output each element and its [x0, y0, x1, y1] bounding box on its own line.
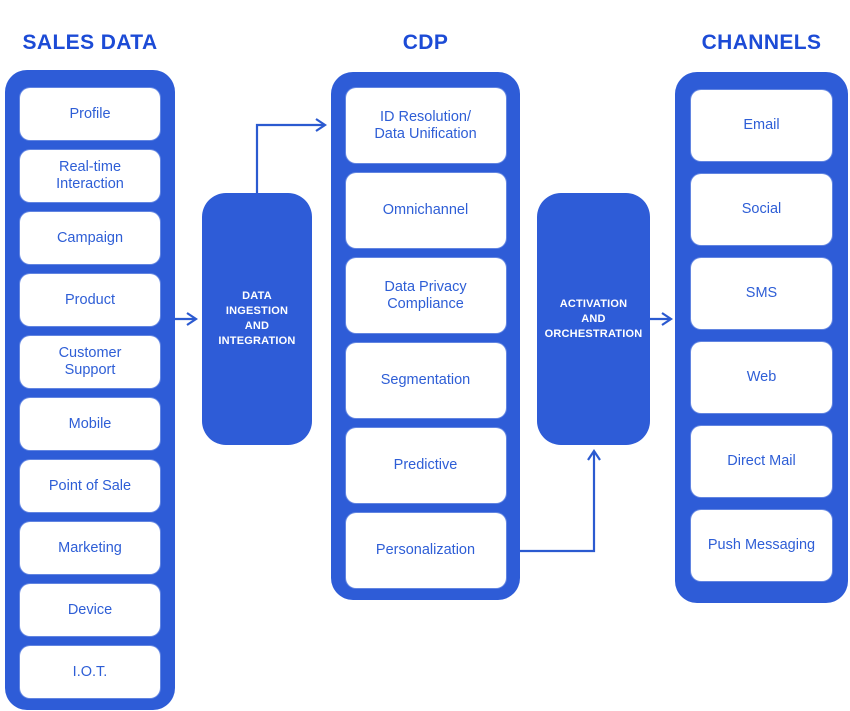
sales-data-item-label: Customer Support — [58, 345, 122, 378]
sales-data-item: Mobile — [20, 398, 160, 450]
channel-item-label: Email — [743, 117, 780, 133]
cdp-item: Data Privacy Compliance — [345, 258, 506, 333]
activation-block: ACTIVATION AND ORCHESTRATION — [537, 193, 650, 445]
sales-data-item-label: Mobile — [68, 415, 112, 432]
channel-item-label: Push Messaging — [707, 537, 816, 553]
channels-header: CHANNELS — [701, 31, 822, 54]
channel-item-label: Social — [741, 201, 782, 217]
sales-data-item: I.O.T. — [20, 646, 160, 698]
data-ingestion-block: DATA INGESTION AND INTEGRATION — [202, 193, 312, 445]
sales-data-item-label: Marketing — [58, 539, 122, 556]
sales-data-item: Point of Sale — [20, 460, 160, 512]
sales-data-item-label: Product — [65, 291, 115, 308]
sales-data-item: Profile — [20, 88, 160, 140]
sales-data-item-label: Real-time Interaction — [56, 159, 124, 192]
sales-data-item-label: Campaign — [56, 229, 124, 246]
data-ingestion-label: DATA INGESTION AND INTEGRATION — [218, 290, 296, 347]
cdp-item: Segmentation — [345, 343, 506, 418]
cdp-item: Predictive — [345, 428, 506, 503]
sales-data-item: Product — [20, 274, 160, 326]
sales-data-item: Campaign — [20, 212, 160, 264]
cdp-item-label: Segmentation — [380, 372, 471, 388]
cdp-header: CDP — [402, 31, 449, 54]
channel-item: SMS — [691, 258, 832, 329]
channel-item-label: Direct Mail — [727, 453, 796, 469]
sales-data-item: Marketing — [20, 522, 160, 574]
arrow-cdp-to-activation — [520, 449, 601, 553]
cdp-item: Omnichannel — [345, 173, 506, 248]
channel-item: Direct Mail — [691, 426, 832, 497]
channel-item: Email — [691, 90, 832, 161]
sales-data-item: Device — [20, 584, 160, 636]
sales-data-item: Real-time Interaction — [20, 150, 160, 202]
cdp-item-label: Predictive — [393, 457, 458, 473]
cdp-item-label: Personalization — [375, 542, 476, 558]
cdp-item-label: Omnichannel — [382, 202, 469, 218]
sales-data-item-label: Device — [67, 601, 113, 618]
cdp-item-label: ID Resolution/ Data Unification — [374, 108, 477, 142]
channel-item: Social — [691, 174, 832, 245]
channel-item: Push Messaging — [691, 510, 832, 581]
channel-item-label: Web — [746, 369, 777, 385]
sales-data-item-label: I.O.T. — [72, 663, 108, 680]
cdp-item-label: Data Privacy Compliance — [384, 278, 467, 312]
activation-label: ACTIVATION AND ORCHESTRATION — [544, 297, 643, 340]
cdp-item: ID Resolution/ Data Unification — [345, 88, 506, 163]
sales-data-item-label: Point of Sale — [48, 477, 132, 494]
sales-data-header: SALES DATA — [22, 31, 158, 54]
cdp-item: Personalization — [345, 513, 506, 588]
sales-data-item: Customer Support — [20, 336, 160, 388]
channel-item-label: SMS — [745, 285, 778, 301]
channel-item: Web — [691, 342, 832, 413]
sales-data-item-label: Profile — [69, 105, 111, 122]
arrow-ingestion-to-cdp — [255, 118, 327, 193]
